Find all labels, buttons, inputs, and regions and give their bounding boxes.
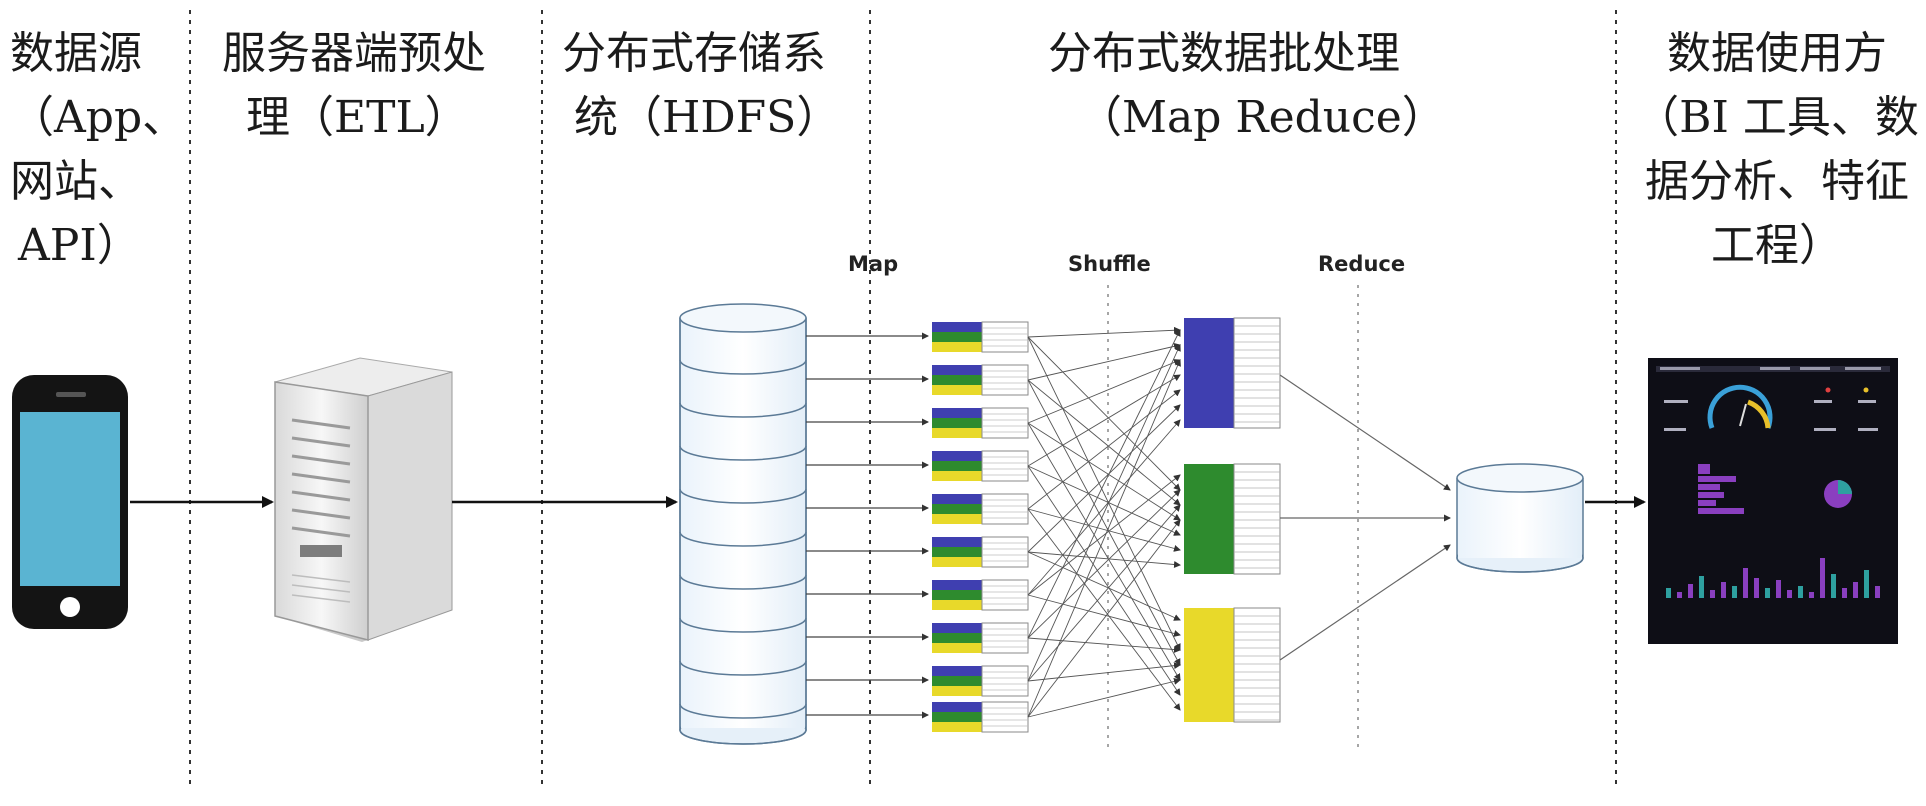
map-task-block [932, 321, 1029, 353]
consumer-title-line: （BI 工具、数 [1635, 92, 1919, 143]
shuffle-line [1027, 465, 1181, 696]
map-task-block [932, 364, 1029, 396]
shuffle-line [1027, 508, 1181, 552]
source-title-line: 网站、 [10, 156, 142, 207]
consumer-title-line: 据分析、特征 [1645, 156, 1909, 207]
shuffle-line [1027, 374, 1181, 467]
shuffle-line [1027, 359, 1181, 718]
phase-reduce-label: Reduce [1318, 252, 1406, 276]
reducer-green [1184, 463, 1281, 575]
shuffle-line [1027, 389, 1181, 510]
reducer-blue [1184, 317, 1281, 429]
reduce-to-db-arrows [1279, 374, 1451, 661]
processing-title-line: （Map Reduce） [1078, 92, 1446, 143]
reducer-yellow [1184, 607, 1281, 723]
shuffle-line [1027, 678, 1181, 718]
map-task-block [932, 701, 1029, 733]
shuffle-line [1027, 404, 1181, 553]
shuffle-line [1027, 662, 1181, 682]
shuffle-line [1027, 419, 1181, 596]
reduce-tasks [1184, 317, 1281, 723]
shuffle-line [1027, 379, 1181, 666]
map-task-block [932, 493, 1029, 525]
storage-title-line: 分布式存储系 [562, 28, 826, 79]
map-task-block [932, 665, 1029, 697]
shuffle-line [1027, 336, 1181, 491]
shuffle-line [1027, 326, 1181, 338]
shuffle-line [1027, 359, 1181, 424]
shuffle-line [1027, 551, 1181, 621]
shuffle-line [1027, 329, 1181, 639]
shuffle-line [1027, 379, 1181, 506]
shuffle-line [1027, 422, 1181, 681]
etl-title-line: 理（ETL） [246, 92, 469, 143]
etl-title-line: 服务器端预处 [222, 28, 486, 79]
shuffle-line [1027, 336, 1181, 651]
smartphone-icon [12, 375, 128, 629]
shuffle-line [1027, 508, 1181, 711]
server-tower-icon [274, 357, 453, 642]
shuffle-line [1027, 474, 1181, 596]
consumer-title: 数据使用方 （BI 工具、数 据分析、特征 工程） [1632, 22, 1922, 278]
shuffle-line [1027, 344, 1181, 682]
storage-title-line: 统（HDFS） [574, 92, 841, 143]
shuffle-line [1027, 551, 1181, 568]
processing-title-line: 分布式数据批处理 [1048, 28, 1400, 79]
consumer-title-line: 工程） [1711, 220, 1843, 271]
map-tasks [932, 321, 1029, 733]
database-icon [1456, 463, 1584, 573]
shuffle-line [1027, 637, 1181, 654]
map-task-block [932, 622, 1029, 654]
shuffle-line [1027, 594, 1181, 637]
shuffle-line [1027, 489, 1181, 639]
phase-map-label: Map [848, 252, 899, 276]
shuffle-line [1027, 504, 1181, 682]
consumer-title-line: 数据使用方 [1667, 28, 1887, 79]
shuffle-line [1027, 465, 1181, 536]
hdfs-storage-icon [679, 303, 807, 745]
shuffle-connections [1027, 326, 1181, 718]
source-title-line: 数据源 [10, 28, 142, 79]
etl-title: 服务器端预处 理（ETL） [222, 22, 486, 150]
source-title: 数据源 （App、 网站、 API） [10, 22, 186, 278]
shuffle-line [1027, 422, 1181, 521]
dashboard-icon [1648, 358, 1898, 644]
storage-title: 分布式存储系 统（HDFS） [562, 22, 840, 150]
column-separators [189, 10, 1617, 790]
source-title-line: API） [18, 220, 141, 271]
source-title-line: （App、 [10, 92, 187, 143]
hdfs-to-map-arrows [806, 332, 929, 719]
map-task-block [932, 407, 1029, 439]
processing-title: 分布式数据批处理 （Map Reduce） [1048, 22, 1446, 150]
phase-shuffle-label: Shuffle [1068, 252, 1151, 276]
shuffle-line [1027, 519, 1181, 718]
map-task-block [932, 536, 1029, 568]
shuffle-line [1027, 342, 1181, 381]
map-task-block [932, 450, 1029, 482]
map-task-block [932, 579, 1029, 611]
